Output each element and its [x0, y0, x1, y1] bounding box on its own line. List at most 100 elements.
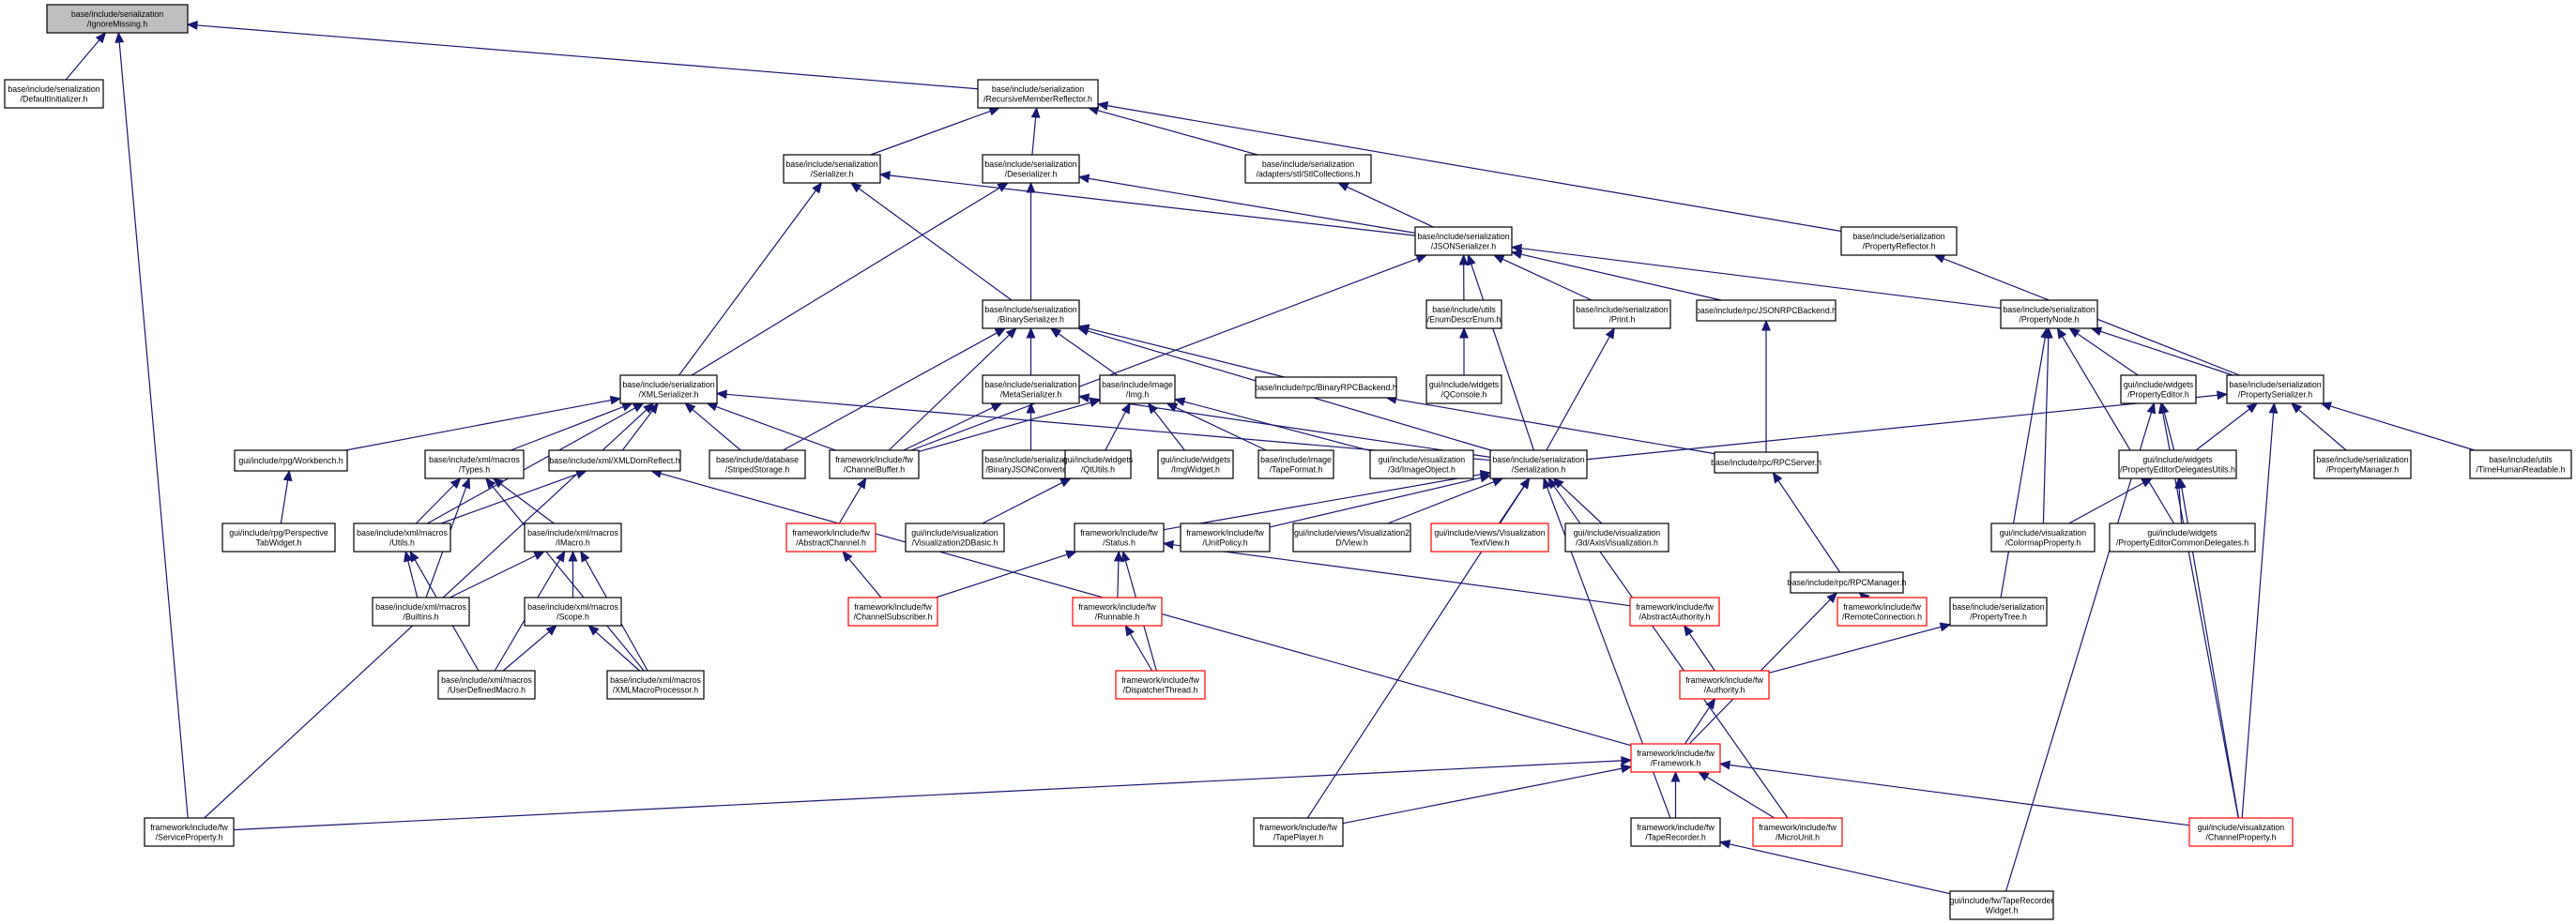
arrowhead-serializationH-to-jsonSerializer — [1467, 253, 1476, 266]
edge-propertySerializer-to-propertyNode — [2099, 330, 2233, 376]
node-binarySerializer[interactable]: base/include/serialization/BinarySeriali… — [982, 299, 1080, 329]
node-runnable[interactable]: framework/include/fw/Runnable.h — [1072, 597, 1163, 627]
node-ignoreMissing[interactable]: base/include/serialization/IgnoreMissing… — [46, 4, 189, 34]
node-tapeFormat[interactable]: base/include/image/TapeFormat.h — [1258, 449, 1334, 479]
arrowhead-builtins-to-utilsH — [404, 550, 413, 563]
node-box-deserializer — [982, 154, 1080, 184]
node-box-propertyManager — [2313, 449, 2412, 479]
node-axisVisualization[interactable]: gui/include/visualization/3d/AxisVisuali… — [1564, 523, 1669, 553]
node-box-ignoreMissing — [46, 4, 189, 34]
node-imgWidget[interactable]: gui/include/widgets/ImgWidget.h — [1157, 449, 1234, 479]
node-propertyTree[interactable]: base/include/serialization/PropertyTree.… — [1949, 597, 2048, 627]
node-propertyManager[interactable]: base/include/serialization/PropertyManag… — [2313, 449, 2412, 479]
node-stlCollections[interactable]: base/include/serialization/adapters/stl/… — [1244, 154, 1372, 184]
node-propertyReflector[interactable]: base/include/serialization/PropertyRefle… — [1840, 226, 1958, 256]
node-qtUtils[interactable]: gui/include/widgets/QtUtils.h — [1063, 449, 1134, 479]
node-channelBuffer[interactable]: framework/include/fw/ChannelBuffer.h — [829, 449, 920, 479]
node-views2dView[interactable]: gui/include/views/Visualization2D/View.h — [1292, 523, 1411, 553]
node-typesH[interactable]: base/include/xml/macros/Types.h — [424, 449, 525, 479]
edge-xmlMacroProcessor-to-scopeH — [595, 631, 640, 672]
node-scopeH[interactable]: base/include/xml/macros/Scope.h — [524, 597, 622, 627]
node-abstractChannel[interactable]: framework/include/fw/AbstractChannel.h — [785, 523, 876, 553]
node-qtImageObject[interactable]: gui/include/visualization/3d/ImageObject… — [1369, 449, 1474, 479]
edge-jsonSerializer-to-stlCollections — [1347, 186, 1434, 228]
node-stripedStorage[interactable]: base/include/database/StripedStorage.h — [709, 449, 806, 479]
node-propertyEditorDelegatesUtils[interactable]: gui/include/widgets/PropertyEditorDelega… — [2118, 449, 2237, 479]
node-label-abstractAuthority-line-0: framework/include/fw — [1636, 602, 1714, 612]
node-propertyEditorCommonDelegates[interactable]: gui/include/widgets/PropertyEditorCommon… — [2109, 523, 2256, 553]
node-binaryRpcBackend[interactable]: base/include/rpc/BinaryRPCBackend.h — [1255, 376, 1397, 399]
edge-typesH-to-xmlSerializer — [511, 406, 624, 451]
node-label-metaSerializer-line-1: /MetaSerializer.h — [1000, 389, 1062, 399]
arrowhead-propertyTree-to-propertyNode — [2040, 326, 2050, 340]
edge-unitPolicy-to-serializationH — [1269, 477, 1482, 528]
node-dispatcherThread[interactable]: framework/include/fw/DispatcherThread.h — [1115, 670, 1206, 700]
node-rpcManager[interactable]: base/include/rpc/RPCManager.h — [1788, 571, 1907, 594]
node-propertySerializer[interactable]: base/include/serialization/PropertySeria… — [2226, 374, 2324, 404]
node-jsonSerializer[interactable]: base/include/serialization/JSONSerialize… — [1414, 226, 1513, 256]
node-box-serializationH — [1489, 449, 1588, 479]
node-unitPolicy[interactable]: framework/include/fw/UnitPolicy.h — [1180, 523, 1271, 553]
arrowhead-stripedStorage-to-xmlSerializer — [684, 402, 696, 414]
node-channelSubscriber[interactable]: framework/include/fw/ChannelSubscriber.h — [847, 597, 938, 627]
node-rpgWorkbench[interactable]: gui/include/rpg/Workbench.h — [234, 449, 348, 472]
node-tapeRecorder[interactable]: framework/include/fw/TapeRecorder.h — [1630, 817, 1721, 847]
arrowhead-jsonSerializer-to-serializer — [878, 171, 891, 181]
node-propertyEditor[interactable]: gui/include/widgets/PropertyEditor.h — [2120, 374, 2197, 404]
node-imgH[interactable]: base/include/image/Img.h — [1099, 374, 1176, 404]
arrowhead-colormapProperty-to-propertyEditorDelegatesUtils — [2141, 477, 2154, 488]
node-colormapProperty[interactable]: gui/include/visualization/ColormapProper… — [1990, 523, 2096, 553]
edge-stripedStorage-to-xmlSerializer — [692, 409, 741, 451]
node-rpcServer[interactable]: base/include/rpc/RPCServer.h — [1711, 451, 1821, 474]
edge-qtImageObject-to-imgH — [1183, 401, 1371, 452]
node-qConsole[interactable]: gui/include/widgets/QConsole.h — [1425, 374, 1502, 404]
node-userDefinedMacro[interactable]: base/include/xml/macros/UserDefinedMacro… — [437, 670, 536, 700]
node-box-userDefinedMacro — [437, 670, 536, 700]
node-box-stripedStorage — [709, 449, 806, 479]
node-label-imgWidget-line-0: gui/include/widgets — [1161, 455, 1231, 464]
node-jsonRpcBackend[interactable]: base/include/rpc/JSONRPCBackend.h — [1696, 299, 1837, 322]
node-printH[interactable]: base/include/serialization/Print.h — [1573, 299, 1671, 329]
node-iMacroH[interactable]: base/include/xml/macros/IMacro.h — [524, 523, 622, 553]
node-utilsH[interactable]: base/include/xml/macros/Utils.h — [353, 523, 451, 553]
node-deserializer[interactable]: base/include/serialization/Deserializer.… — [982, 154, 1080, 184]
node-serializationH[interactable]: base/include/serialization/Serialization… — [1489, 449, 1588, 479]
node-metaSerializer[interactable]: base/include/serialization/MetaSerialize… — [982, 374, 1080, 404]
node-label-propertyEditor-line-0: gui/include/widgets — [2124, 380, 2194, 389]
node-xmlMacroProcessor[interactable]: base/include/xml/macros/XMLMacroProcesso… — [606, 670, 705, 700]
node-remoteConnection[interactable]: framework/include/fw/RemoteConnection.h — [1837, 597, 1928, 627]
node-label-propertyManager-line-0: base/include/serialization — [2316, 455, 2408, 464]
node-channelProperty[interactable]: gui/include/visualization/ChannelPropert… — [2188, 817, 2294, 847]
node-timeHumanReadable[interactable]: base/include/utils/TimeHumanReadable.h — [2469, 449, 2572, 479]
edge-channelBuffer-to-binarySerializer — [888, 334, 1011, 451]
node-frameworkH[interactable]: framework/include/fw/Framework.h — [1630, 743, 1721, 773]
node-statusH[interactable]: framework/include/fw/Status.h — [1074, 523, 1165, 553]
edge-channelBuffer-to-jsonSerializer — [910, 257, 1418, 451]
node-tapePlayer[interactable]: framework/include/fw/TapePlayer.h — [1253, 817, 1344, 847]
node-propertyNode[interactable]: base/include/serialization/PropertyNode.… — [2000, 299, 2098, 329]
edge-propertyManager-to-propertySerializer — [2298, 409, 2347, 451]
node-label-serializer-line-1: /Serializer.h — [811, 169, 854, 178]
node-serviceProperty[interactable]: framework/include/fw/ServiceProperty.h — [144, 817, 235, 847]
node-builtins[interactable]: base/include/xml/macros/Builtins.h — [372, 597, 470, 627]
node-binaryJsonConverter[interactable]: base/include/serialization/BinaryJSONCon… — [982, 449, 1080, 479]
node-textView[interactable]: gui/include/views/VisualizationTextView.… — [1430, 523, 1549, 553]
arrowhead-unitPolicy-to-serializationH — [1479, 473, 1492, 483]
node-microUnit[interactable]: framework/include/fw/MicroUnit.h — [1752, 817, 1843, 847]
node-recursiveMember[interactable]: base/include/serialization/RecursiveMemb… — [977, 79, 1099, 109]
arrowhead-qtUtils-to-imgH — [1120, 401, 1131, 415]
node-defaultInit[interactable]: base/include/serialization/DefaultInitia… — [4, 79, 104, 109]
node-enumDescrEnum[interactable]: base/include/utils/EnumDescrEnum.h — [1425, 299, 1502, 329]
edge-qtUtils-to-imgH — [1105, 411, 1127, 451]
node-label-imgH-line-1: /Img.h — [1126, 389, 1150, 399]
node-visualization2dBasic[interactable]: gui/include/visualization/Visualization2… — [905, 523, 1005, 553]
node-xmlSerializer[interactable]: base/include/serialization/XMLSerializer… — [619, 374, 718, 404]
node-xmlDomReflect[interactable]: base/include/xml/XMLDomReflect.h — [548, 449, 681, 472]
node-label-utilsH-line-1: /Utils.h — [389, 538, 415, 547]
node-authorityH[interactable]: framework/include/fw/Authority.h — [1679, 670, 1770, 700]
edge-authorityH-to-propertyTree — [1768, 626, 1942, 674]
node-serializer[interactable]: base/include/serialization/Serializer.h — [783, 154, 881, 184]
node-abstractAuthority[interactable]: framework/include/fw/AbstractAuthority.h — [1629, 597, 1720, 627]
